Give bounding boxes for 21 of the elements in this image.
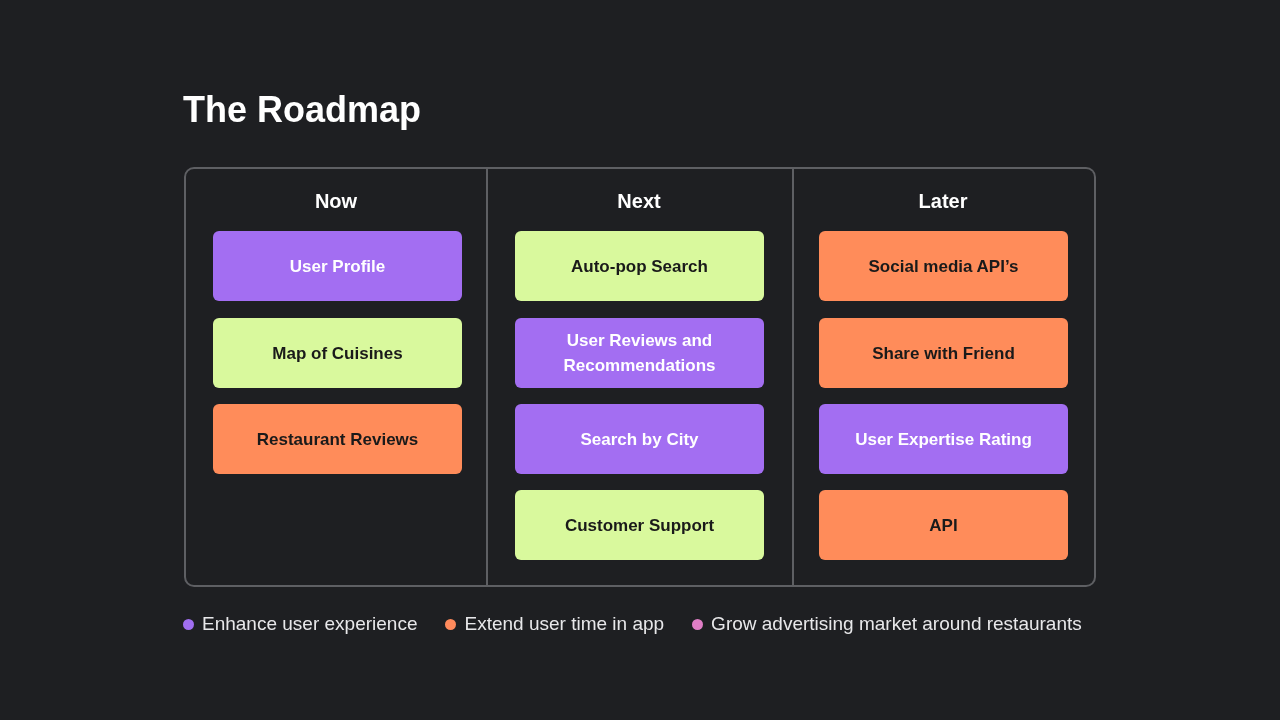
roadmap-card: User Reviews and Recommendations: [515, 318, 764, 388]
slide-title: The Roadmap: [183, 88, 422, 132]
roadmap-card: User Expertise Rating: [819, 404, 1068, 474]
column-heading: Later: [918, 190, 968, 212]
legend-text: Enhance user experience: [202, 612, 418, 636]
column-heading: Now: [314, 190, 358, 212]
roadmap-card: API: [819, 490, 1068, 560]
legend-text: Grow advertising market around restaurants: [711, 612, 1082, 636]
roadmap-card: Customer Support: [515, 490, 764, 560]
roadmap-card: Search by City: [515, 404, 764, 474]
roadmap-card: Restaurant Reviews: [213, 404, 462, 474]
roadmap-card: Map of Cuisines: [213, 318, 462, 388]
roadmap-card: Share with Friend: [819, 318, 1068, 388]
roadmap-card: Auto-pop Search: [515, 231, 764, 301]
legend-text: Extend user time in app: [464, 612, 665, 636]
roadmap-column: [184, 167, 488, 587]
column-heading: Next: [617, 190, 661, 212]
roadmap-card: User Profile: [213, 231, 462, 301]
roadmap-card: Social media API’s: [819, 231, 1068, 301]
roadmap-column: [486, 167, 794, 587]
roadmap-column: [792, 167, 1096, 587]
